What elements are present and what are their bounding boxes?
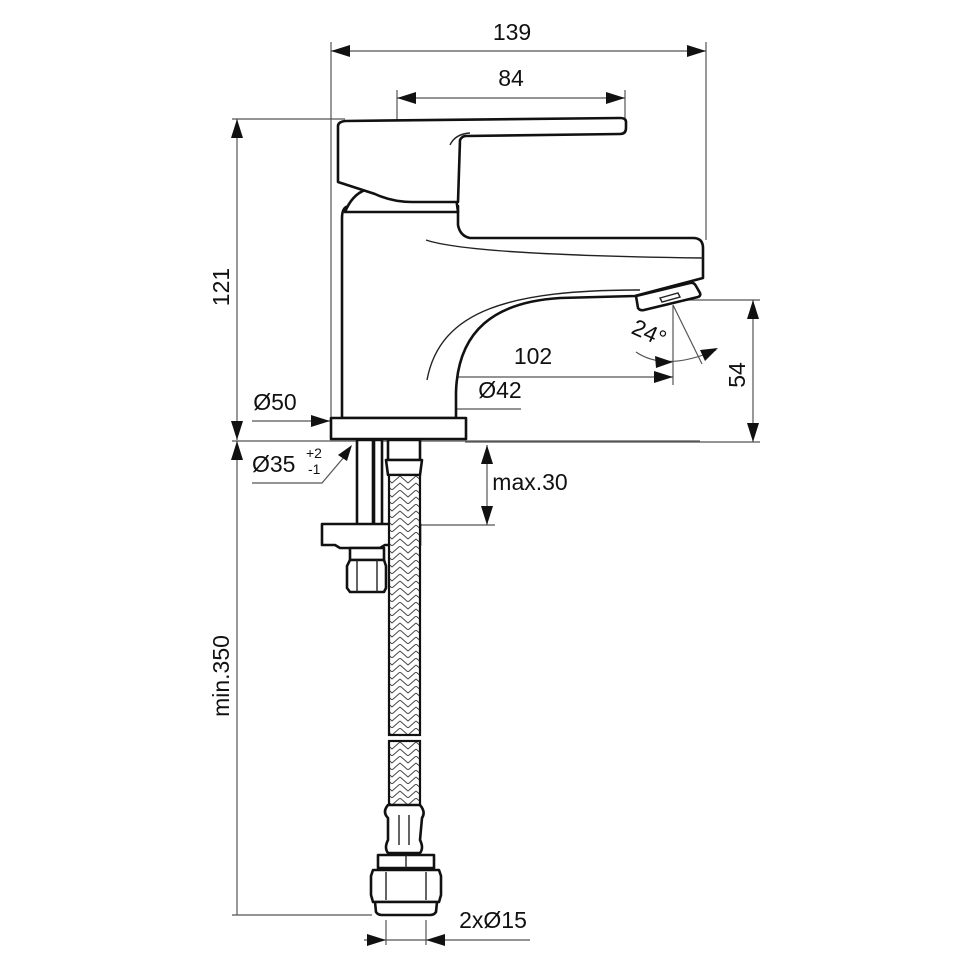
- lever-handle: [336, 116, 628, 204]
- label-hole-tolerance-plus: +2: [306, 445, 322, 461]
- arrow-head: [338, 445, 352, 461]
- label-hole-diameter: Ø35: [252, 451, 295, 477]
- label-base-diameter: Ø50: [253, 389, 296, 415]
- label-aerator-angle: 24°: [628, 314, 670, 352]
- label-overall-width: 139: [493, 19, 531, 45]
- mixer-body: [340, 204, 705, 420]
- arrow-head: [231, 119, 243, 138]
- base-rosette: [329, 416, 468, 441]
- spout-top-contour: [425, 239, 704, 259]
- dimension-spout-height: 54: [465, 299, 760, 443]
- arrow-head: [231, 421, 243, 440]
- label-handle-length: 84: [498, 65, 524, 91]
- label-spout-reach: 102: [514, 343, 552, 369]
- dimension-overall-height: 121: [208, 118, 345, 440]
- arrow-head: [747, 300, 759, 319]
- compression-fitting: [369, 803, 443, 917]
- arrow-head: [481, 445, 493, 464]
- dimension-connection: 2xØ15: [364, 907, 530, 946]
- arrow-head: [231, 441, 243, 460]
- handle-highlight: [449, 132, 471, 146]
- arrow-head: [367, 934, 386, 946]
- label-connection: 2xØ15: [459, 907, 527, 933]
- braided-flexible-hose: [384, 438, 424, 848]
- aerator: [634, 281, 702, 312]
- arrow-head: [606, 92, 625, 104]
- arrow-head: [311, 415, 330, 427]
- arrow-head: [426, 934, 445, 946]
- dimension-handle-length: 84: [396, 65, 626, 125]
- label-hose-length: min.350: [208, 635, 234, 717]
- arrow-head: [747, 423, 759, 442]
- dimension-hole-diameter: Ø35 +2 -1: [252, 445, 352, 484]
- dimension-max-deck-thickness: max.30: [420, 445, 568, 526]
- arrow-head: [655, 356, 673, 368]
- dimension-hose-length: min.350: [208, 440, 700, 916]
- label-body-diameter: Ø42: [478, 377, 521, 403]
- fixing-nut: [345, 546, 388, 594]
- dimension-overall-width: 139: [330, 19, 707, 430]
- arrow-head: [687, 45, 706, 57]
- spout-outer-contour: [426, 289, 641, 381]
- label-overall-height: 121: [208, 268, 234, 306]
- arrow-head: [481, 506, 493, 525]
- fixing-stud: [355, 438, 384, 530]
- label-spout-height: 54: [724, 362, 750, 388]
- arrow-head: [700, 348, 718, 361]
- arrow-head: [331, 45, 350, 57]
- arrow-head: [397, 92, 416, 104]
- label-hole-tolerance-minus: -1: [308, 461, 321, 477]
- arrow-head: [654, 371, 673, 383]
- label-max-deck-thickness: max.30: [492, 469, 567, 495]
